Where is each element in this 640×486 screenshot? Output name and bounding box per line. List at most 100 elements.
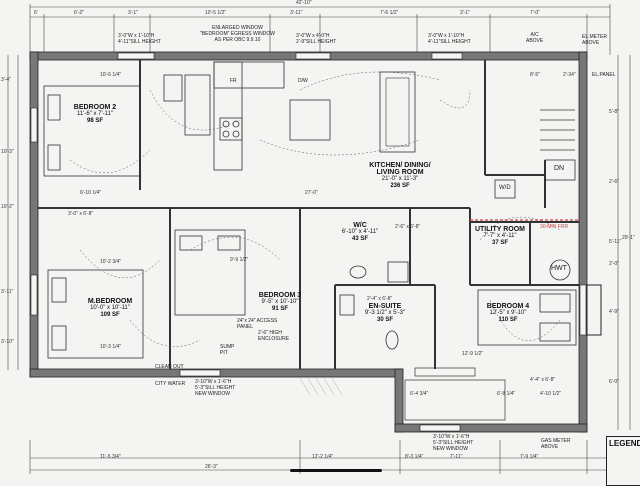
- hatch: [299, 377, 343, 396]
- room-ensuite: EN-SUITE 9'-3 1/2" x 5'-3" 30 SF: [355, 303, 415, 324]
- right-dim-5: 2'-0": [609, 261, 619, 267]
- bath-fixtures: [339, 109, 576, 350]
- dishwasher-label: D/W: [298, 78, 308, 84]
- inner-dim-15: 6'-8 1/4": [497, 391, 516, 397]
- bottom-dim-f: 7'-9 1/4": [520, 454, 539, 460]
- right-dim-overall: 29'-1": [622, 235, 635, 241]
- right-dim-1: 5'-8": [609, 109, 619, 115]
- top-dim-4: 10'-5 1/2": [205, 10, 227, 16]
- room-bedroom-3: BEDROOM 3 9'-5" x 10'-10" 91 SF: [245, 292, 315, 313]
- gas-meter-note: GAS METER ABOVE: [541, 438, 571, 450]
- room-dim: 9'-5" x 10'-10": [261, 299, 299, 305]
- top-dim-3: 3'-1": [128, 10, 138, 16]
- room-name: M.BEDROOM: [87, 298, 133, 305]
- top-dim-8: 7'-0": [530, 10, 540, 16]
- ac-note: A/C ABOVE: [526, 32, 544, 44]
- fire-rating-label: 30-MIN FRR: [540, 224, 569, 230]
- room-dim: 6'-10" x 4'-11": [341, 229, 379, 235]
- legend-box: LEGEND: [606, 436, 640, 486]
- left-dim-4: 3'-11": [1, 289, 14, 295]
- bottom-dim-d: 8'-3 1/4": [405, 454, 424, 460]
- inner-dim-16: 4'-4" x 6'-8": [530, 377, 556, 383]
- electrical-wiring: [69, 71, 561, 347]
- stairs: [404, 367, 506, 421]
- room-dim: 10'-0" x 10'-11": [90, 305, 130, 311]
- right-dim-2: 2'-6": [609, 179, 619, 185]
- inner-dim-5: 10'-2 3/4": [100, 259, 122, 265]
- clean-out-note: CLEAN OUT: [155, 364, 184, 370]
- washer-dryer-label: W/D: [499, 185, 511, 191]
- new-window-note-1: 3'-10"W x 1'-6"H 5'-3"SILL HEIGHT NEW WI…: [195, 379, 236, 397]
- egress-window-note: ENLARGED WINDOW "BEDROOM" EGRESS WINDOW …: [200, 25, 275, 43]
- window-note-3: 3'-0"W x 1'-10"H 4'-11"SILL HEIGHT: [428, 33, 471, 45]
- fridge-label: FR: [230, 78, 237, 84]
- inner-dim-8: 2'-6" x 6'-8": [395, 224, 421, 230]
- inner-dim-6: 10'-3 1/4": [100, 344, 122, 350]
- overall-width-dim: 42'-10": [296, 0, 312, 6]
- room-name-2: LIVING ROOM: [376, 169, 424, 176]
- room-name: W/C: [353, 222, 367, 229]
- room-utility: UTILITY ROOM 7'-7" x 4'-11" 37 SF: [470, 226, 530, 247]
- enclosure-note: 2'-6" HIGH ENCLOSURE: [258, 330, 290, 342]
- inner-dim-13: 6'-4 3/4": [410, 391, 429, 397]
- beds: [43, 85, 577, 359]
- new-window-note-2: 3'-10"W x 1'-6"H 5'-3"SILL HEIGHT NEW WI…: [433, 434, 474, 452]
- top-dim-7: 3'-1": [460, 10, 470, 16]
- inner-dim-4: 27'-0": [305, 190, 318, 196]
- right-dim-4: 6'-0": [609, 379, 619, 385]
- el-panel-note: EL.PANEL: [592, 72, 616, 78]
- room-bedroom-4: BEDROOM 4 12'-5" x 9'-10" 110 SF: [478, 303, 538, 324]
- el-meter-note: EL.METER ABOVE: [582, 34, 608, 46]
- scroll-indicator[interactable]: [290, 469, 382, 472]
- room-name: BEDROOM 3: [258, 292, 302, 299]
- room-master-bedroom: M.BEDROOM 10'-0" x 10'-11" 109 SF: [75, 298, 145, 319]
- bottom-dim-c: 12'-2 1/4": [312, 454, 334, 460]
- left-dim-3: 10'-2": [1, 204, 14, 210]
- inner-dim-14: 4'-10 1/2": [540, 391, 562, 397]
- bay-window: [586, 284, 602, 336]
- right-dim-6: 4'-9": [609, 309, 619, 315]
- interior-walls: [38, 60, 579, 369]
- room-name: UTILITY ROOM: [474, 226, 526, 233]
- inner-dim-9: 2'-4" x 6'-8": [367, 296, 393, 302]
- room-name: BEDROOM 2: [73, 104, 117, 111]
- room-dim: 11'-6" x 7'-11": [76, 111, 113, 117]
- sofa: [379, 71, 416, 153]
- left-dim-2: 10'-3": [1, 149, 14, 155]
- room-area: 110 SF: [498, 317, 518, 323]
- room-area: 37 SF: [491, 240, 508, 246]
- room-dim: 12'-5" x 9'-10": [489, 310, 527, 316]
- room-area: 43 SF: [351, 236, 368, 242]
- kitchen-counters: [163, 61, 331, 171]
- inner-dim-2: 6'-10 1/4": [80, 190, 102, 196]
- top-dim-6: 7'-6 1/2": [380, 10, 399, 16]
- window-note-2: 3'-0"W x 4'-0"H 2'-9"SILL HEIGHT: [296, 33, 337, 45]
- access-panel-note: 24"x 24" ACCESS PANEL: [237, 318, 278, 330]
- inner-dim-1: 10'-6 1/4": [100, 72, 122, 78]
- legend-title: LEGEND: [609, 439, 640, 448]
- right-dim-3: 5'-11": [609, 239, 622, 245]
- room-wc: W/C 6'-10" x 4'-11" 43 SF: [330, 222, 390, 243]
- room-dim: 7'-7" x 4'-11": [483, 233, 517, 239]
- room-name: EN-SUITE: [368, 303, 402, 310]
- top-dim-2: 6'-2": [74, 10, 84, 16]
- inner-dim-3: 3'-0" x 6'-8": [68, 211, 94, 217]
- stairs-down-label: DN: [554, 165, 565, 172]
- room-area: 109 SF: [100, 312, 120, 318]
- room-bedroom-2: BEDROOM 2 11'-6" x 7'-11" 98 SF: [60, 104, 130, 125]
- room-kitchen: KITCHEN/ DINING/ LIVING ROOM 21'-0" x 11…: [360, 162, 440, 190]
- top-dim-1: 6': [34, 10, 38, 16]
- room-area: 98 SF: [86, 118, 103, 124]
- windows: [30, 52, 587, 432]
- room-dim: 21'-0" x 11'-3": [381, 176, 419, 182]
- room-name: BEDROOM 4: [486, 303, 530, 310]
- bottom-dim-e: 7'-11": [450, 454, 463, 460]
- bottom-dim-a: 11'-5 3/4": [100, 454, 121, 460]
- room-area: 30 SF: [376, 317, 393, 323]
- hwt-label: HWT: [551, 265, 567, 272]
- top-dim-5: 3'-11": [290, 10, 303, 16]
- sump-pit-note: SUMP PIT: [220, 344, 235, 356]
- room-area: 236 SF: [390, 183, 410, 189]
- room-dim: 9'-3 1/2" x 5'-3": [364, 310, 406, 316]
